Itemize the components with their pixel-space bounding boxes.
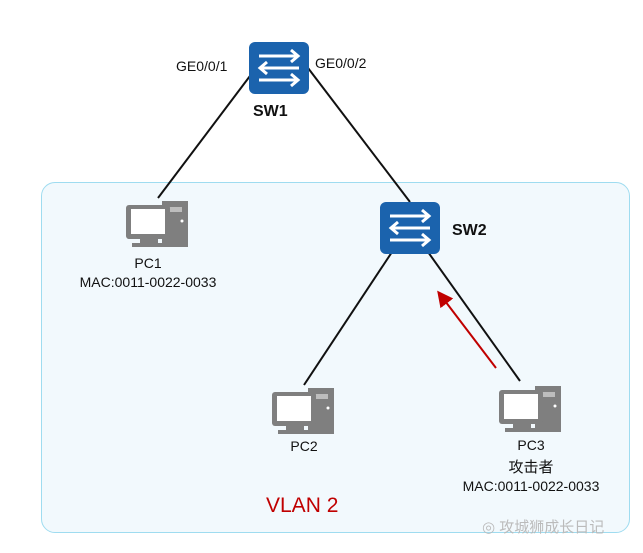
port-label-ge0-0-2: GE0/0/2 [315, 55, 367, 71]
pc3-label: PC3 [517, 437, 545, 453]
switch-label-sw2: SW2 [452, 222, 487, 239]
port-label-ge0-0-1: GE0/0/1 [176, 58, 228, 74]
switch-sw2[interactable] [380, 202, 440, 254]
link-sw1-sw2 [307, 67, 411, 203]
pc3-attacker[interactable] [499, 384, 563, 439]
pc2-label: PC2 [290, 438, 318, 454]
pc3-mac: MAC:0011-0022-0033 [462, 478, 600, 494]
pc2[interactable] [272, 386, 336, 441]
pc-icon [126, 201, 188, 247]
link-sw1-pc1 [157, 67, 257, 199]
link-sw2-pc2 [303, 251, 393, 386]
watermark-text: 攻城狮成长日记 [499, 519, 605, 536]
pc-icon [272, 388, 334, 434]
pc3-role: 攻击者 [508, 459, 554, 476]
switch-arrows-icon [388, 208, 432, 248]
watermark: ◎ 攻城狮成长日记 [482, 516, 604, 537]
pc1[interactable] [126, 199, 190, 254]
pc-icon [499, 386, 561, 432]
pc1-label: PC1 [134, 255, 162, 271]
switch-sw1[interactable] [249, 42, 309, 94]
link-sw2-pc3 [427, 251, 521, 382]
vlan-2-region [41, 182, 630, 533]
switch-label-sw1: SW1 [253, 103, 288, 120]
vlan-label: VLAN 2 [266, 494, 339, 517]
attack-arrow [437, 290, 497, 369]
switch-arrows-icon [257, 48, 301, 88]
pc1-mac: MAC:0011-0022-0033 [79, 274, 217, 290]
wechat-icon: ◎ [482, 519, 496, 536]
